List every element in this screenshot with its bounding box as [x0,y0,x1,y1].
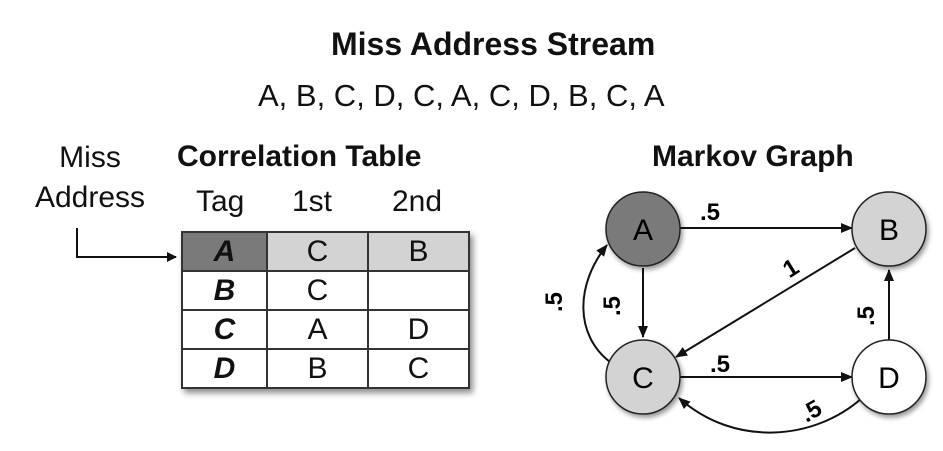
edge-c-a [582,244,611,363]
miss-address-stream: A, B, C, D, C, A, C, D, B, C, A [258,78,665,113]
node-label: D [878,362,900,395]
table-row: C A D [181,309,470,350]
second-cell: B [367,231,470,272]
node-c: C [605,339,681,415]
edge-label: .5 [853,306,880,326]
table-row: A C B [181,231,470,272]
header-first: 1st [292,185,333,218]
node-b: B [851,191,927,267]
node-label: B [879,214,899,247]
stream-title: Miss Address Stream [331,26,656,62]
second-cell: C [367,348,470,389]
miss-label-line1: Miss [59,141,121,174]
first-cell: A [266,309,369,350]
miss-label-line2: Address [34,181,146,214]
edge-label: .5 [599,296,626,316]
markov-graph-title: Markov Graph [652,140,854,173]
correlation-table-title: Correlation Table [177,140,422,173]
header-tag: Tag [196,185,245,218]
table-row: D B C [181,348,470,389]
tag-cell: B [181,270,268,311]
tag-cell: D [181,348,268,389]
second-cell: D [367,309,470,350]
tag-cell: C [181,309,268,350]
edge-label: 1 [778,254,804,284]
edge-label: .5 [541,292,568,312]
node-label: A [633,214,653,247]
tag-cell: A [181,231,268,272]
edge-b-c [675,247,856,358]
first-cell: B [266,348,369,389]
second-cell [367,270,470,311]
miss-address-label: Miss Address [30,138,150,218]
table-row: B C [181,270,470,311]
header-second: 2nd [392,185,443,218]
edge-label: .5 [700,199,720,226]
node-label: C [632,362,654,395]
first-cell: C [266,270,369,311]
edge-label: .5 [710,351,730,378]
first-cell: C [266,231,369,272]
node-a: A [605,191,681,267]
node-d: D [851,339,927,415]
correlation-table: A C B B C C A D D B C [181,231,470,389]
edge-d-c [678,397,863,434]
